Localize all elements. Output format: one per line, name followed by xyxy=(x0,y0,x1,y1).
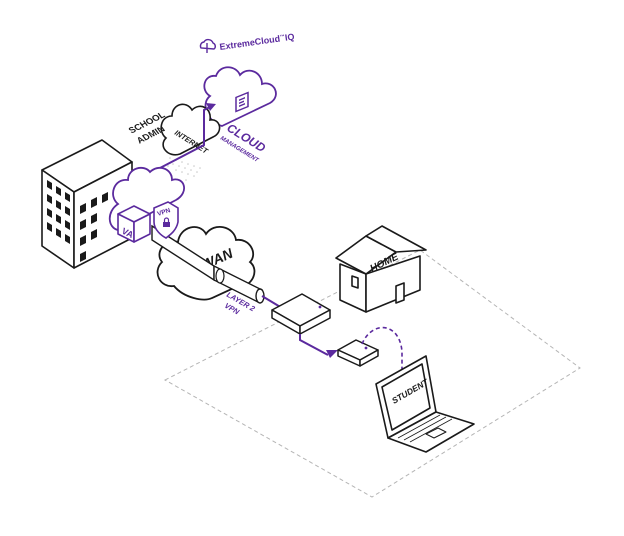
access-point-device xyxy=(337,339,379,367)
wireless-link xyxy=(361,326,403,378)
extremecloud-logo-icon xyxy=(199,38,216,53)
laptop-keyboard xyxy=(397,414,453,443)
home-router-device xyxy=(271,293,331,335)
extremecloud-management-cloud xyxy=(203,66,277,127)
brand-name: ExtremeCloud™IQ xyxy=(219,32,295,52)
router-to-ap-link xyxy=(299,334,338,358)
internet-shading xyxy=(167,157,201,181)
home-area-floor xyxy=(163,249,581,498)
vpn-tunnel xyxy=(151,224,265,304)
management-link xyxy=(159,103,216,169)
extremecloud-iq-logo: ExtremeCloud™IQ xyxy=(199,32,295,53)
building-windows xyxy=(47,180,108,262)
student-laptop: STUDENT xyxy=(375,355,475,453)
vpn-shield-icon: VPN xyxy=(153,201,179,239)
extreme-e-logo-icon xyxy=(235,91,249,113)
va-label: VA xyxy=(120,226,135,240)
lock-icon xyxy=(163,217,170,227)
home-house: HOME xyxy=(335,225,427,313)
cloud-management-label: CLOUD MANAGEMENT xyxy=(219,121,268,165)
vpn-shield-label: VPN xyxy=(156,207,171,218)
va-server: VA xyxy=(117,205,151,243)
